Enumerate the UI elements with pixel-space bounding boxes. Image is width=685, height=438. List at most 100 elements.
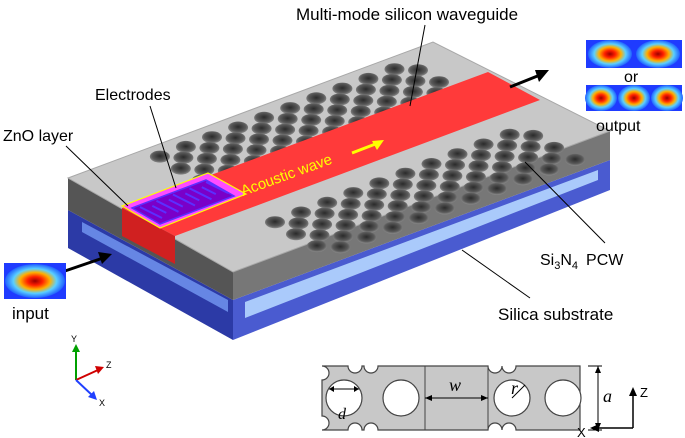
crystal-hole	[317, 196, 338, 209]
crystal-hole	[512, 173, 533, 186]
pcw-leader	[524, 161, 606, 244]
crystal-hole	[202, 131, 222, 144]
crystal-hole	[439, 180, 460, 193]
crystal-hole	[330, 241, 351, 254]
input-label: input	[12, 304, 49, 323]
crystal-hole	[515, 162, 536, 175]
crystal-hole	[343, 187, 364, 200]
crystal-hole	[518, 151, 539, 164]
crystal-hole	[494, 150, 515, 163]
crystal-hole	[358, 72, 379, 85]
crystal-hole	[280, 102, 301, 115]
crystal-hole	[324, 115, 345, 128]
electrode-finger	[156, 199, 179, 213]
inset-w-label: w	[449, 375, 461, 395]
crystal-hole	[395, 167, 416, 180]
crystal-hole	[272, 134, 293, 147]
crystal-hole	[298, 124, 319, 137]
crystal-hole	[382, 221, 403, 234]
crystal-hole	[275, 123, 296, 136]
crystal-hole	[376, 95, 397, 108]
crystal-hole	[364, 199, 385, 211]
substrate-leader	[461, 249, 531, 299]
inset-d-label: d	[338, 406, 347, 423]
crystal-hole	[173, 151, 194, 164]
output-arrow	[509, 70, 549, 89]
electrode-finger	[151, 205, 167, 214]
electrode-finger	[201, 186, 217, 195]
main-axis-y-label: Y	[71, 334, 77, 344]
crystal-hole	[366, 188, 387, 201]
crystal-hole	[199, 142, 220, 154]
crystal-hole	[499, 128, 520, 141]
crystal-hole	[471, 149, 491, 162]
electrode-finger	[172, 193, 196, 207]
crystal-hole	[445, 159, 465, 172]
crystal-hole	[265, 216, 285, 229]
main-axis-x-label: X	[99, 398, 105, 408]
crystal-hole	[381, 74, 402, 86]
crystal-hole	[408, 64, 428, 77]
crystal-hole	[544, 141, 565, 154]
crystal-hole	[340, 197, 361, 210]
crystal-hole	[460, 192, 481, 205]
crystal-hole	[333, 230, 353, 243]
electrode-finger	[205, 181, 229, 194]
crystal-hole	[335, 219, 356, 232]
photonic-crystal-holes	[149, 63, 586, 254]
crystal-hole	[492, 161, 512, 174]
crystal-hole	[249, 133, 269, 146]
crystal-hole	[306, 240, 327, 253]
electrode-finger	[189, 187, 212, 201]
electrode-finger	[139, 206, 163, 219]
input-mode-image	[4, 263, 66, 299]
crystal-hole	[468, 160, 489, 173]
crystal-hole	[222, 143, 243, 156]
crystal-hole	[541, 152, 562, 165]
electrode-finger	[168, 198, 184, 208]
inset-axes: Z X	[577, 385, 648, 438]
crystal-hole	[355, 83, 376, 96]
crystal-hole	[369, 177, 390, 190]
crystal-hole	[437, 191, 458, 204]
crystal-hole	[447, 148, 468, 161]
crystal-hole	[303, 103, 324, 116]
crystal-hole	[359, 220, 380, 233]
crystal-hole	[473, 138, 494, 151]
crystal-hole	[314, 207, 335, 220]
crystal-hole	[332, 82, 353, 95]
or-label: or	[624, 69, 639, 86]
zno-leader	[65, 145, 129, 207]
crystal-hole	[390, 189, 411, 202]
crystal-hole	[170, 162, 191, 175]
inset-axis-x-label: X	[577, 425, 586, 438]
crystal-hole	[523, 129, 544, 142]
electrodes-leader	[149, 105, 177, 189]
silica-substrate	[68, 160, 610, 340]
crystal-hole	[411, 201, 432, 214]
input-arrow	[61, 252, 112, 274]
crystal-hole	[175, 140, 196, 153]
crystal-hole	[520, 140, 541, 153]
crystal-hole	[338, 208, 359, 221]
crystal-hole	[196, 152, 217, 165]
substrate-window	[245, 170, 598, 318]
crystal-hole	[286, 228, 306, 241]
acoustic-wave-arrow	[351, 140, 384, 155]
crystal-hole	[384, 63, 405, 76]
crystal-hole	[312, 218, 333, 231]
crystal-hole	[327, 104, 348, 117]
output-mode-three-lobe	[585, 85, 683, 111]
electrodes	[130, 179, 236, 225]
crystal-hole	[356, 231, 377, 244]
crystal-hole	[194, 163, 215, 176]
crystal-hole	[309, 229, 330, 242]
waveguide-end-face	[122, 208, 175, 264]
inset-a-label: a	[603, 386, 612, 406]
waveguide-label: Multi-mode silicon waveguide	[296, 5, 518, 24]
crystal-hole	[565, 153, 586, 166]
unit-cell-inset: d w r a	[321, 365, 612, 431]
crystal-hole	[387, 200, 408, 213]
crystal-hole	[301, 114, 322, 126]
